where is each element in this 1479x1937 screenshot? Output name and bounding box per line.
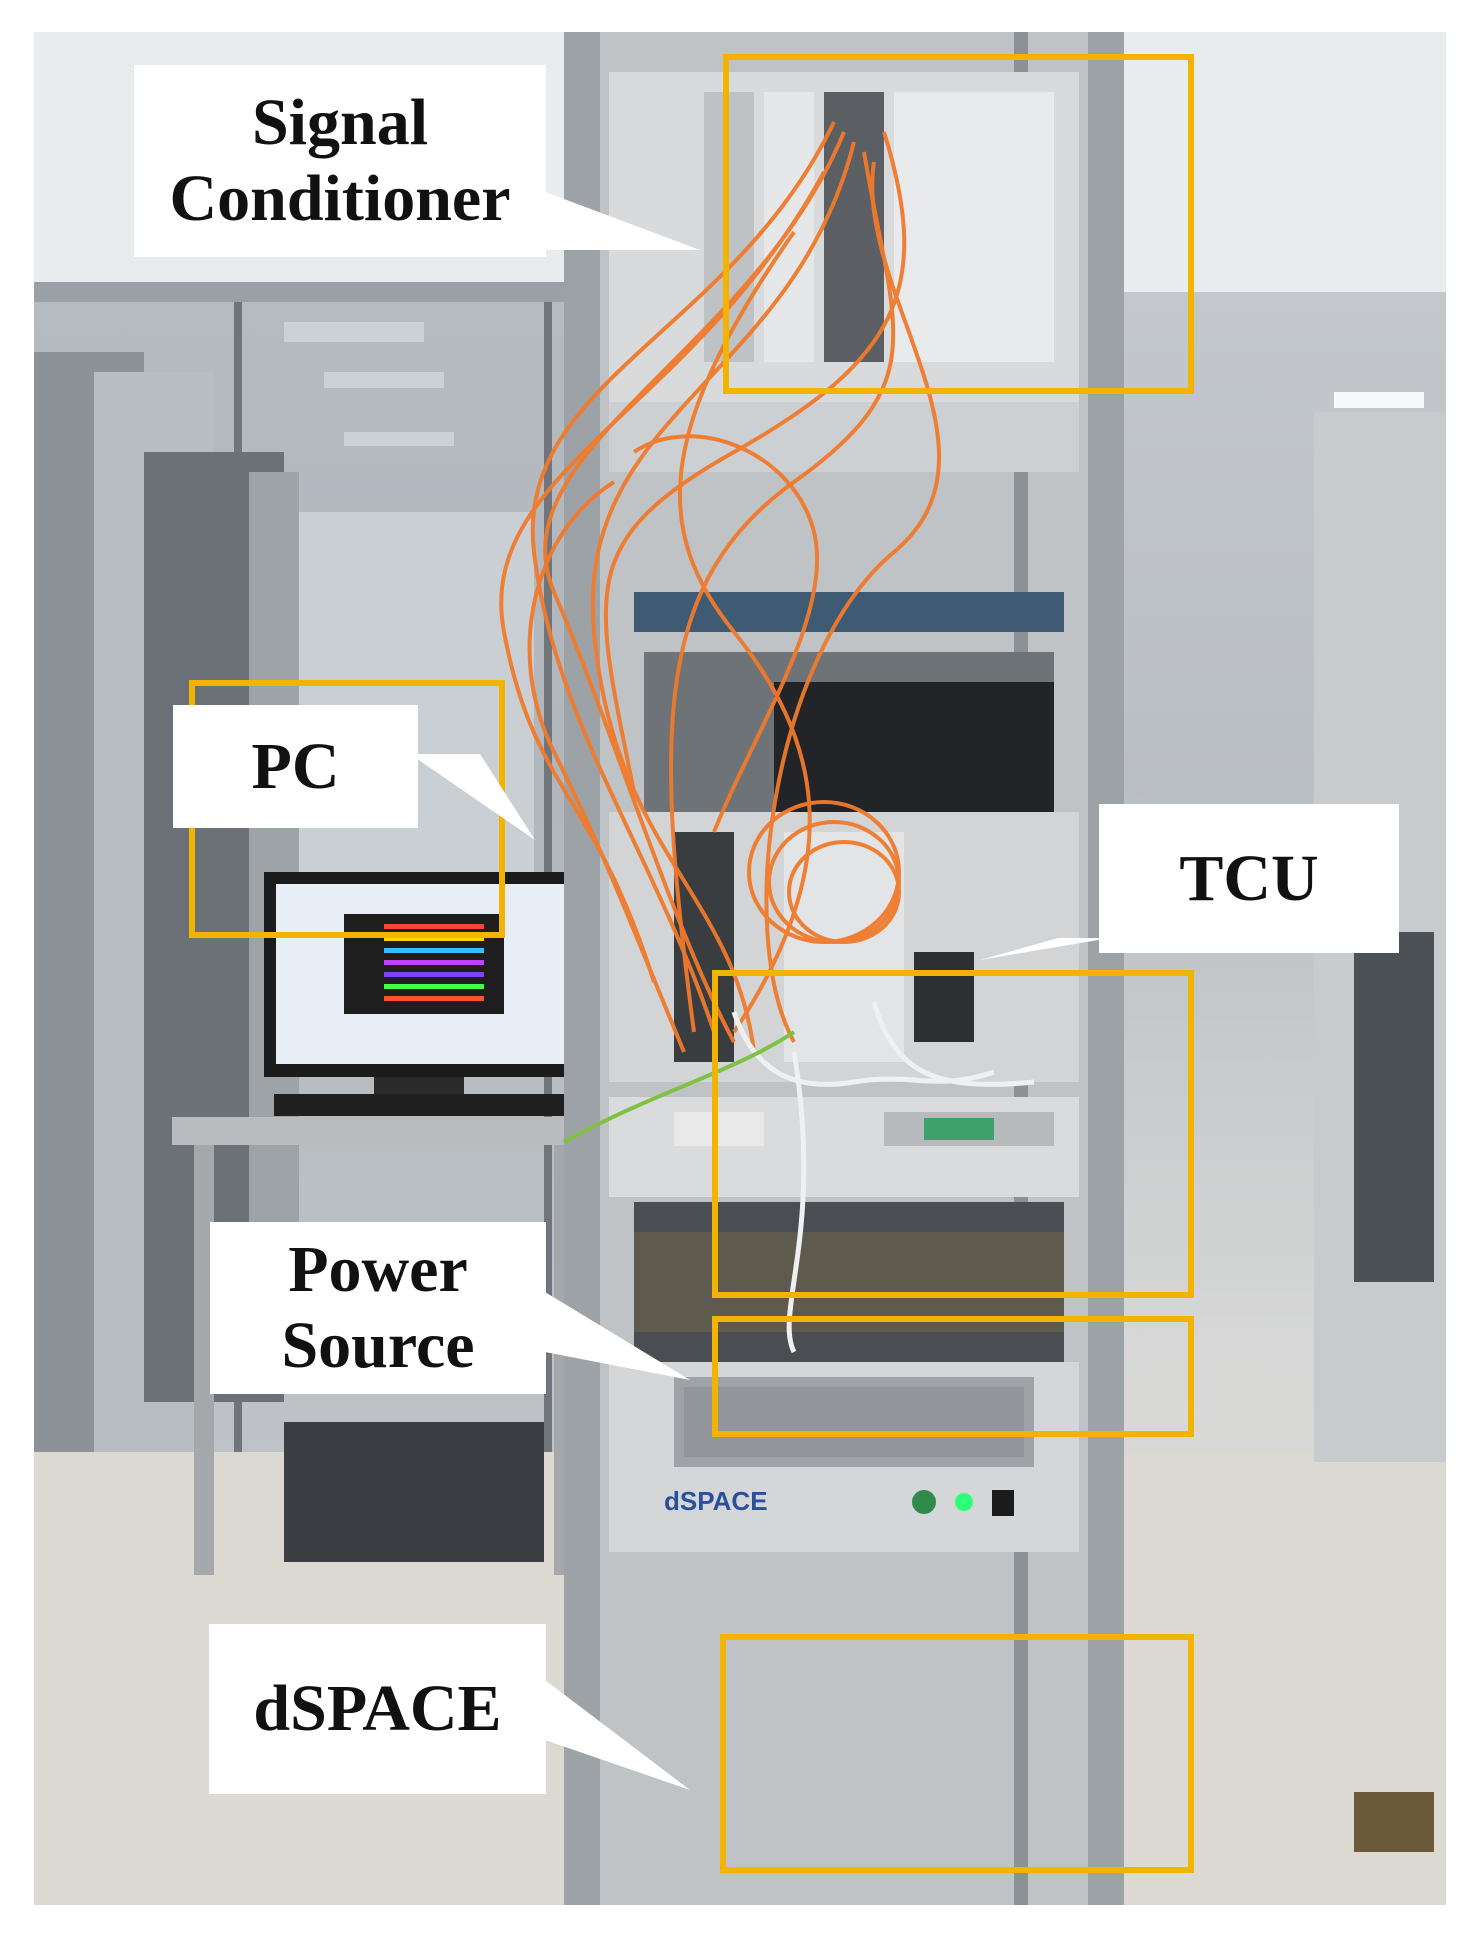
dspace-highlight [720,1634,1194,1873]
dspace-logo: dSPACE [664,1486,768,1516]
ceiling-light [1334,392,1424,408]
tcu-label: TCU [1099,804,1399,953]
lab-rack-photo: dSPACE [34,32,1446,1905]
green-cable [563,1030,796,1144]
power-source-label: Power Source [210,1222,546,1394]
rack-shelf [634,592,1064,632]
power-source-highlight [712,1316,1194,1437]
orange-fiber-cables [499,121,941,1053]
signal-conditioner-highlight [723,54,1194,394]
pc-label: PC [173,705,418,828]
tcu-highlight [712,970,1194,1298]
rack-post [1088,32,1124,1905]
rack-post [564,32,600,1905]
keyboard [274,1094,594,1116]
photo-frame: dSPACE [34,32,1446,1905]
dspace-label: dSPACE [209,1624,546,1794]
desk [172,1117,582,1145]
signal-conditioner-label: Signal Conditioner [134,65,546,257]
floor-cabinet [284,1422,544,1562]
ceiling-beam [34,282,734,302]
white-cables [731,1001,1035,1354]
